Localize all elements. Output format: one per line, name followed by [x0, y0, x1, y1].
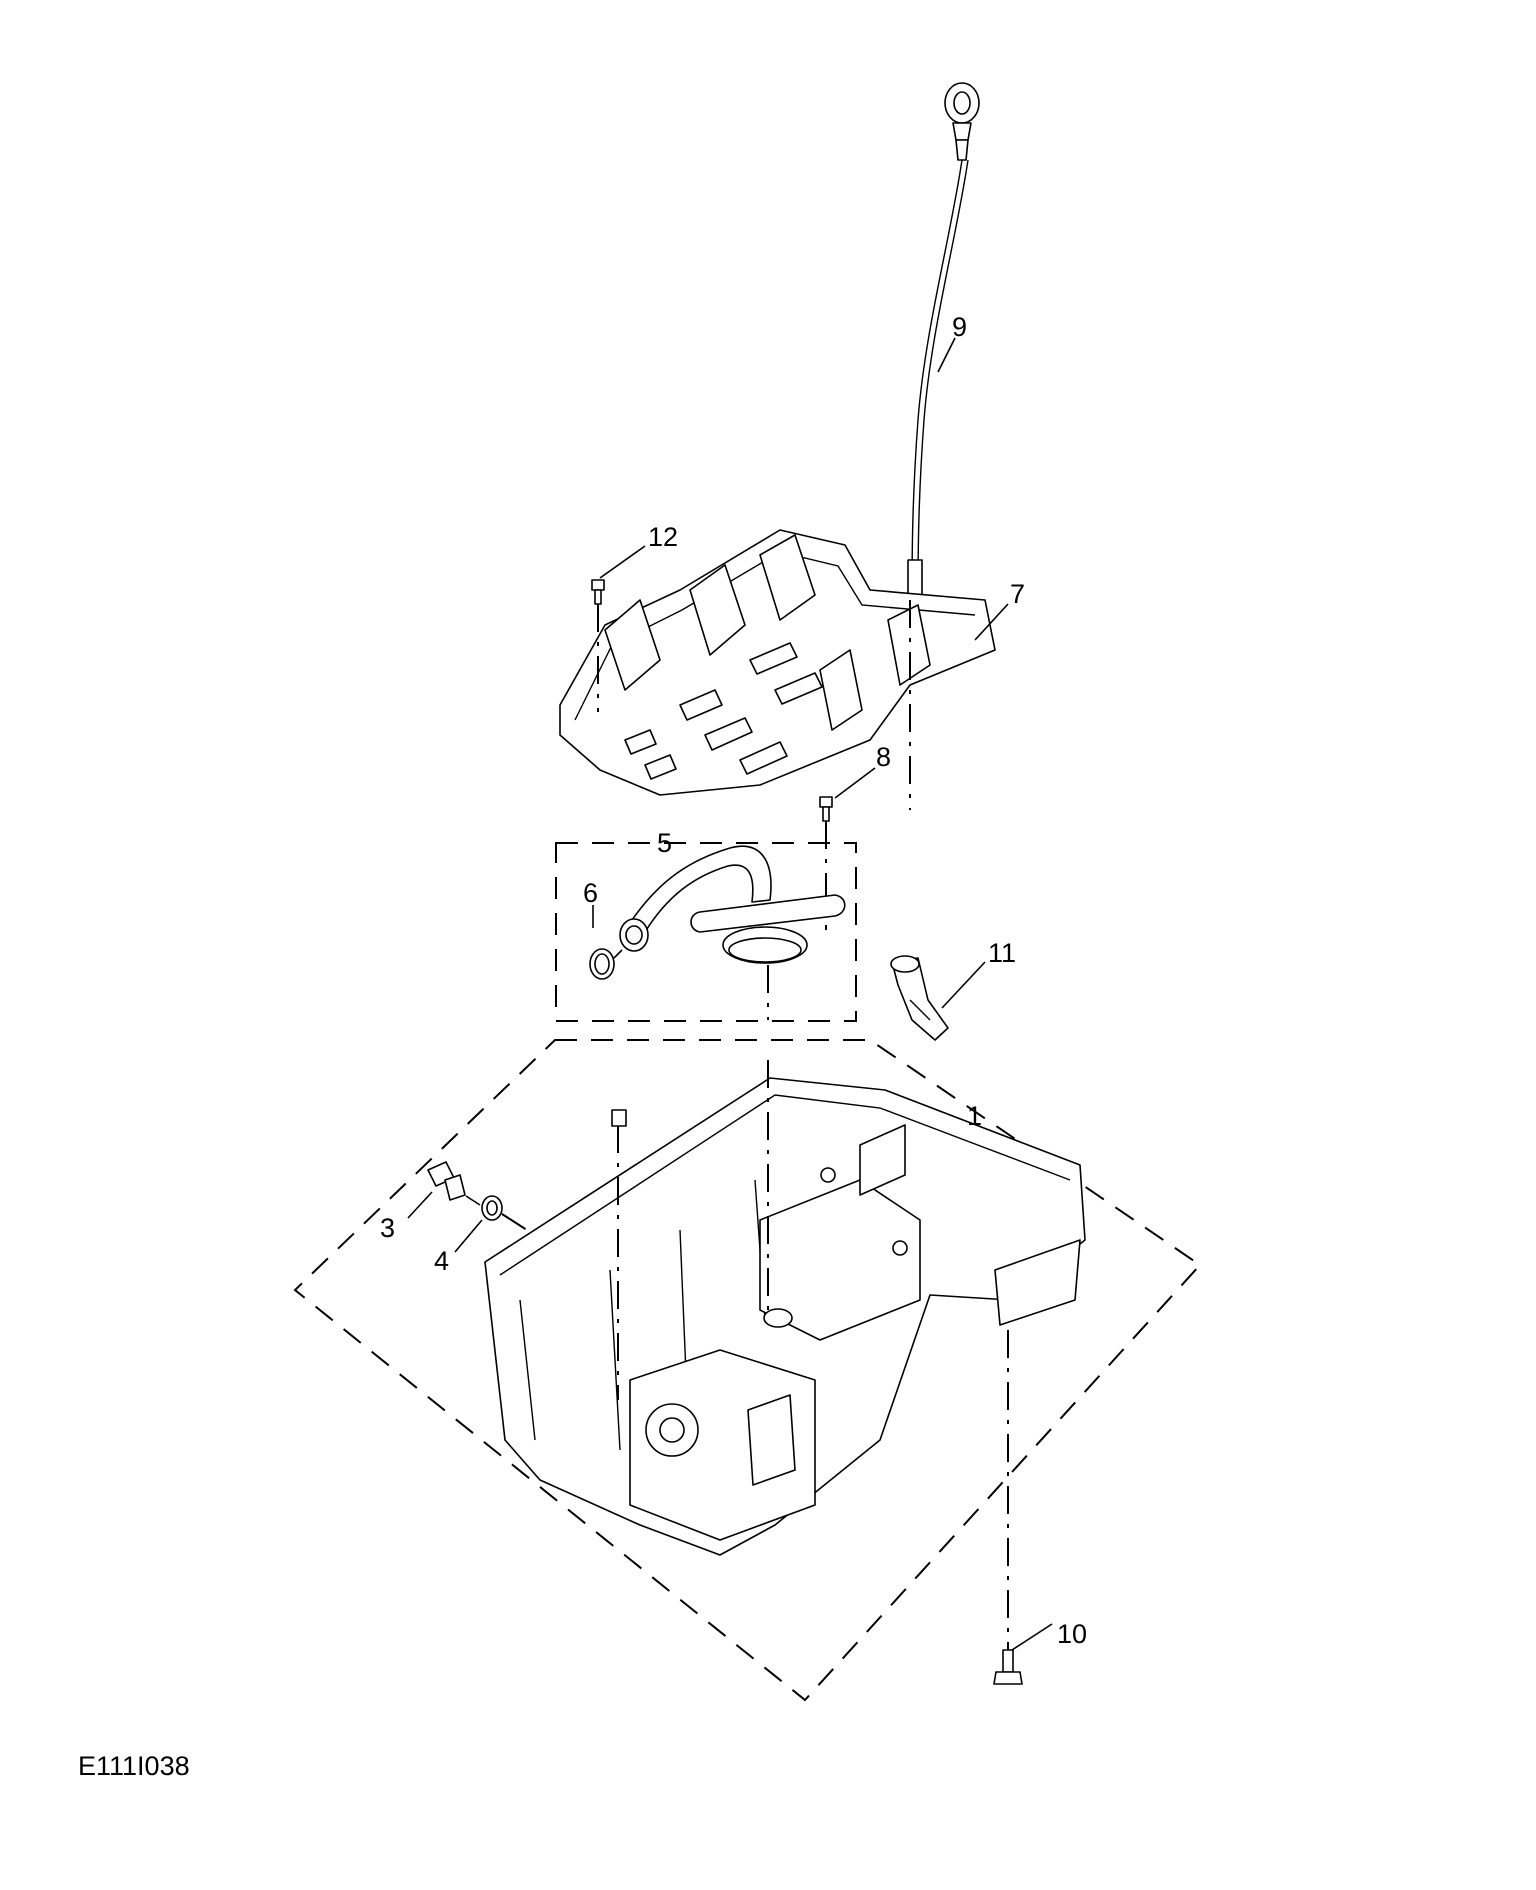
- callout-7: 7: [1010, 579, 1025, 609]
- callout-9: 9: [952, 312, 967, 342]
- callout-12: 12: [648, 522, 678, 552]
- oil-pan-baffle: [559, 529, 996, 796]
- leader-8: [834, 767, 876, 799]
- pickup-assembly-box: [555, 842, 857, 1022]
- pan-stud: [611, 1109, 627, 1127]
- pan-bolt-10: [993, 1649, 1023, 1685]
- bracket-11: [890, 955, 949, 1041]
- callout-11: 11: [988, 938, 1016, 968]
- oil-pan: [484, 1077, 1086, 1556]
- callout-4: 4: [434, 1246, 449, 1276]
- pickup-o-ring-6: [589, 948, 623, 980]
- callout-1: 1: [967, 1101, 982, 1131]
- drain-plug-3: [427, 1161, 481, 1206]
- oil-dipstick: [907, 82, 980, 601]
- oil-pan-assembly-outline: [293, 1039, 1202, 1702]
- drain-washer-4: [481, 1195, 531, 1233]
- leader-7: [974, 603, 1009, 641]
- leader-11: [941, 961, 986, 1009]
- baffle-bolt-12: [591, 579, 605, 712]
- leader-12: [599, 545, 646, 579]
- callout-6: 6: [583, 878, 598, 908]
- leader-3: [407, 1191, 433, 1219]
- callout-3: 3: [380, 1213, 395, 1243]
- leader-10: [1011, 1623, 1053, 1651]
- callout-5: 5: [657, 828, 672, 858]
- oil-pickup-tube: [619, 845, 846, 1020]
- callout-8: 8: [876, 742, 891, 772]
- callout-10: 10: [1057, 1619, 1087, 1649]
- figure-code: E111I038: [78, 1751, 190, 1781]
- leader-9: [937, 337, 956, 373]
- leader-4: [454, 1219, 483, 1253]
